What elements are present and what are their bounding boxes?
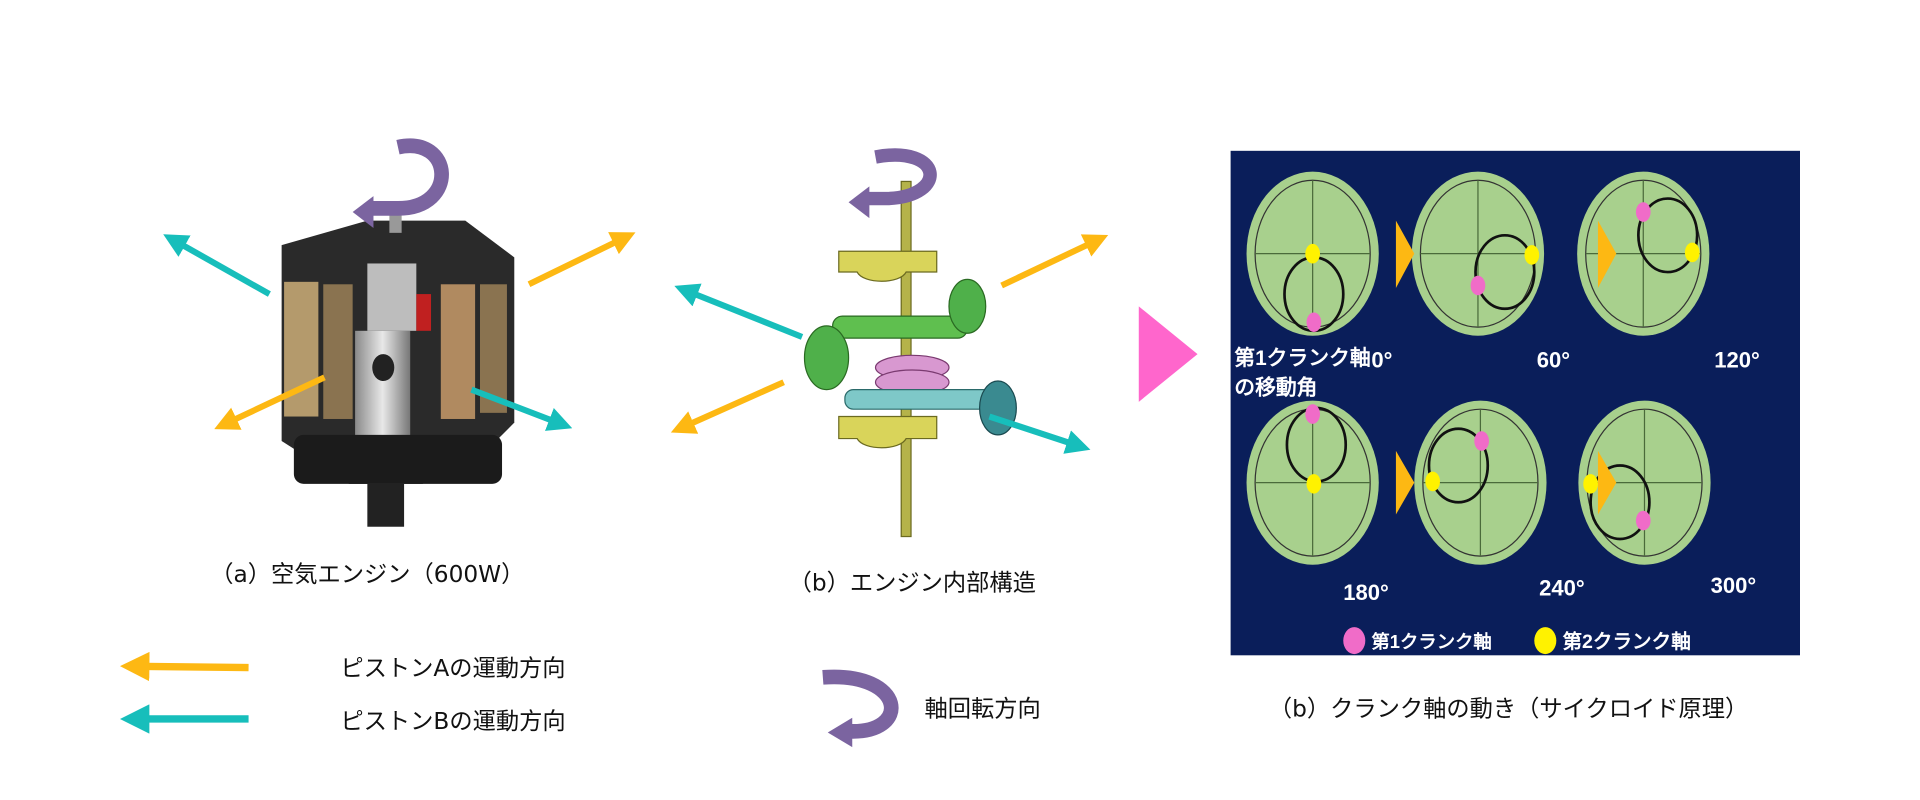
- second-crank-dot: [1425, 471, 1440, 492]
- piston-b-arrow-icon: [470, 386, 573, 431]
- rotation-arrow-icon: [848, 148, 937, 219]
- engine-internal-structure: [803, 180, 1017, 538]
- piston-b-arrow-icon: [988, 413, 1091, 454]
- crank-path-circle: [1637, 197, 1699, 274]
- rotation-legend-label: 軸回転方向: [924, 696, 1040, 723]
- first-crank-dot: [1474, 431, 1489, 451]
- piston-a-arrow-icon: [527, 232, 636, 288]
- first-crank-legend-dot: [1343, 627, 1366, 655]
- piston-a-legend-arrow-icon: [120, 651, 249, 682]
- crank-path-circle: [1427, 427, 1490, 504]
- second-crank-dot: [1583, 474, 1598, 494]
- second-crank-dot: [1305, 243, 1320, 264]
- engine-caption: （a）空気エンジン（600W）: [210, 561, 524, 588]
- angle-label: 60°: [1537, 348, 1570, 373]
- rotation-legend-icon: [822, 669, 899, 748]
- piston-a-legend-label: ピストンAの運動方向: [340, 655, 565, 682]
- internal-caption: （b）エンジン内部構造: [789, 569, 1036, 596]
- piston-b-arrow-icon: [163, 234, 271, 297]
- angle-label: 120°: [1714, 348, 1760, 373]
- first-crank-dot: [1305, 404, 1320, 424]
- second-crank-dot: [1684, 242, 1700, 263]
- first-crank-dot: [1635, 510, 1651, 531]
- crank-path-circle: [1474, 233, 1536, 311]
- angle-label: 240°: [1539, 575, 1585, 600]
- piston-a-arrow-icon: [214, 374, 326, 430]
- angle-label: 180°: [1343, 580, 1389, 605]
- piston-b-legend-label: ピストンBの運動方向: [340, 708, 565, 735]
- crank-path-circle: [1589, 464, 1651, 541]
- first-crank-dot: [1635, 202, 1651, 222]
- angle-label: 300°: [1711, 573, 1757, 598]
- angle-title-line1: 第1クランク軸: [1234, 346, 1370, 370]
- second-crank-legend-dot: [1534, 627, 1557, 655]
- crank-motion-panel: 第1クランク軸 の移動角 0° 60° 120° 180° 240° 300° …: [1230, 150, 1800, 656]
- rotation-arrow-icon: [352, 138, 449, 228]
- second-crank-dot: [1306, 474, 1322, 494]
- piston-b-arrow-icon: [674, 283, 804, 340]
- air-engine-photo: [281, 202, 515, 527]
- second-crank-legend-label: 第2クランク軸: [1562, 630, 1690, 653]
- crank-caption: （b）クランク軸の動き（サイクロイド原理）: [1269, 696, 1748, 723]
- next-triangle-icon: [1138, 306, 1198, 402]
- first-crank-dot: [1470, 275, 1486, 296]
- first-crank-legend-label: 第1クランク軸: [1371, 631, 1491, 652]
- angle-label: 0°: [1371, 348, 1392, 373]
- first-crank-dot: [1306, 312, 1322, 333]
- piston-a-arrow-icon: [1000, 234, 1109, 289]
- angle-title-line2: の移動角: [1234, 375, 1317, 399]
- second-crank-dot: [1524, 245, 1540, 265]
- piston-a-arrow-icon: [670, 379, 785, 434]
